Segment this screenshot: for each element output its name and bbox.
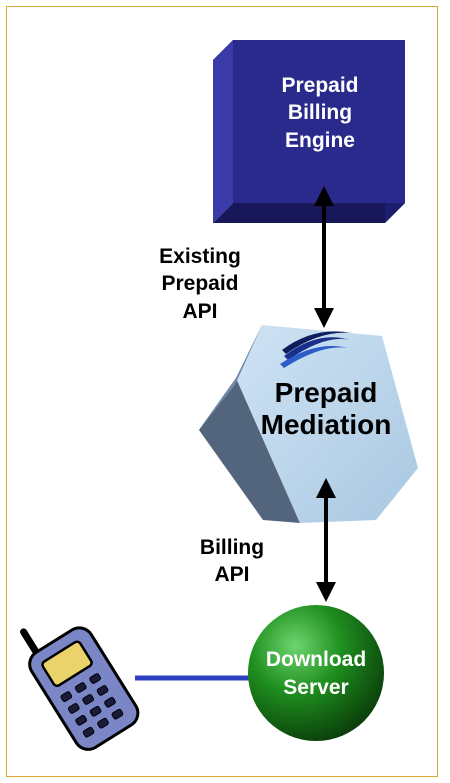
mediation-label: Prepaid Mediation [260, 377, 392, 441]
billing-api-label: Billing API [199, 536, 265, 587]
download-server-label: Download Server [265, 648, 367, 700]
billing-engine-box [213, 40, 405, 223]
mediation-logo-icon [280, 331, 352, 368]
download-server-sphere [248, 605, 384, 741]
existing-prepaid-api-label: Existing Prepaid API [159, 245, 241, 323]
billing-engine-label: Prepaid Billing Engine [281, 74, 359, 152]
mediation-hexagon [199, 325, 418, 523]
diagram-frame [6, 6, 438, 777]
mobile-phone-icon [20, 626, 140, 751]
